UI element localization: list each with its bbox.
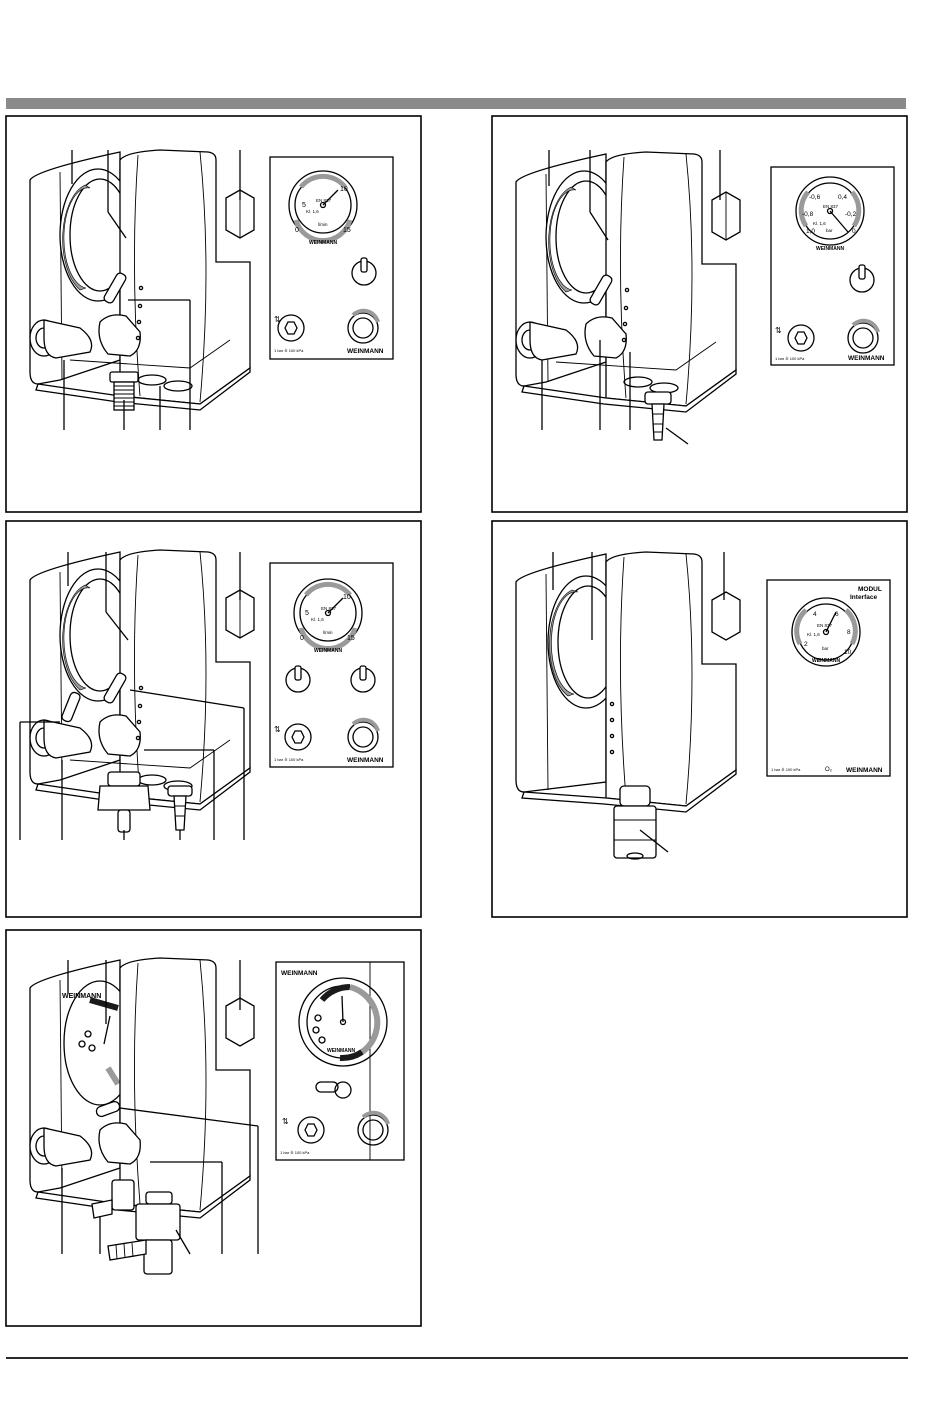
panel-4-frame	[491, 520, 908, 918]
panel-5-plate-brand: WEINMANN	[281, 970, 318, 977]
panel-5-device-brand: WEINMANN	[62, 993, 101, 1000]
panel-4-unit: bar	[822, 646, 829, 651]
panel-1-scale-5: 5	[302, 202, 306, 209]
panel-4-device-illustration	[515, 551, 741, 813]
panel-1-gauge-brand: WEINMANN	[309, 240, 337, 246]
panel-1-pressure-note: 1 bar ≙ 100 kPa	[274, 348, 304, 353]
panel-1-toggle-icon	[360, 257, 368, 273]
panel-1-scale-15: 15	[343, 227, 351, 234]
panel-4-class: Kl. 1,6	[807, 632, 820, 637]
panel-3-class: Kl. 1,6	[311, 617, 324, 622]
panel-2-scale-c: -0,8	[802, 211, 814, 218]
panel-4-plate-brand: WEINMANN	[846, 767, 883, 774]
panel-3-frame	[5, 520, 422, 918]
panel-3-callout-lines	[19, 552, 245, 840]
panel-1-scale-10: 10	[340, 186, 348, 193]
panel-3-unit: l/min	[323, 630, 333, 635]
panel-3-device-illustration	[29, 549, 255, 811]
header-bar	[6, 98, 906, 109]
panel-3-front-plate: 10 5 0 15 EN 837 Kl. 1,6 l/min WEINMANN …	[269, 562, 394, 768]
panel-1-flow-arrows-icon: ⇅	[274, 315, 281, 324]
panel-3-second-toggle	[61, 691, 81, 723]
panel-3-scale-15: 15	[347, 635, 355, 642]
panel-2-frame	[491, 115, 908, 513]
panel-3-toggle-right-icon	[359, 665, 367, 681]
panel-1-standard: EN 837	[316, 198, 332, 203]
panel-3-standard: EN 837	[321, 606, 337, 611]
panel-4-module-title-1: MODUL	[858, 586, 882, 593]
panel-2-gauge-brand: WEINMANN	[816, 246, 844, 252]
panel-2: -0,6 0,4 -0,8 -0,2 1,0 0 EN 837 Kl. 1,6 …	[491, 115, 908, 513]
panel-2-front-plate: -0,6 0,4 -0,8 -0,2 1,0 0 EN 837 Kl. 1,6 …	[770, 166, 895, 366]
panel-2-class: Kl. 1,6	[813, 221, 826, 226]
panel-4-coupling	[613, 785, 657, 860]
panel-3-scale-5: 5	[305, 610, 309, 617]
panel-5-gauge-brand: WEINMANN	[327, 1048, 355, 1054]
panel-5-flow-arrows-icon: ⇅	[282, 1117, 289, 1126]
panel-5-switch-icon	[315, 1081, 339, 1093]
panel-1-frame	[5, 115, 422, 513]
panel-4-scale-4: 4	[813, 611, 817, 618]
panel-4-front-plate: MODUL Interface 2 4 6 8 10 EN 837 Kl. 1,…	[766, 579, 891, 777]
panel-1-threaded-connector	[109, 371, 139, 411]
panel-5-pressure-note: 1 bar ≙ 100 kPa	[280, 1150, 310, 1155]
panel-4-o2-symbol: O₂	[825, 767, 833, 773]
panel-5-front-plate: WEINMANN WEINMANN ⇅ 1 bar ≙ 100 kPa	[275, 961, 405, 1161]
panel-2-scale-f: 0	[852, 228, 856, 235]
panel-3-toggle-left-icon	[294, 665, 302, 681]
panel-2-toggle-icon	[858, 264, 866, 280]
panel-4-standard: EN 837	[817, 623, 833, 628]
panel-4-gauge-brand: WEINMANN	[812, 658, 840, 664]
panel-4-scale-2: 2	[804, 641, 808, 648]
panel-2-unit: bar	[826, 228, 833, 233]
panel-4-scale-8: 8	[847, 629, 851, 636]
panel-1-class: Kl. 1,6	[306, 209, 319, 214]
panel-3: 10 5 0 15 EN 837 Kl. 1,6 l/min WEINMANN …	[5, 520, 422, 918]
panel-5-frame	[5, 929, 422, 1327]
panel-5-bottom-assembly	[91, 1179, 181, 1275]
panel-3-scale-0: 0	[300, 635, 304, 642]
panel-2-scale-a: -0,6	[809, 194, 821, 201]
panel-1-callout-lines	[63, 150, 241, 430]
panel-5-callout-lines	[61, 960, 259, 1255]
panel-3-plate-brand: WEINMANN	[347, 757, 384, 764]
footer-rule	[6, 1357, 908, 1359]
panel-4: MODUL Interface 2 4 6 8 10 EN 837 Kl. 1,…	[491, 520, 908, 918]
panel-3-pressure-note: 1 bar ≙ 100 kPa	[274, 757, 304, 762]
panel-1-unit: l/min	[318, 222, 328, 227]
panel-2-device-illustration	[515, 151, 741, 413]
panel-2-scale-d: -0,2	[845, 211, 857, 218]
panel-2-pressure-note: 1 bar ≙ 100 kPa	[775, 356, 805, 361]
panel-4-scale-6: 6	[835, 611, 839, 618]
panel-3-gauge-brand: WEINMANN	[314, 648, 342, 654]
panel-4-pressure-note: 1 bar ≙ 100 kPa	[771, 767, 801, 772]
panel-1-scale-0: 0	[295, 227, 299, 234]
panel-5-device-illustration	[29, 957, 255, 1219]
panel-5: WEINMANN WEINMANN	[5, 929, 422, 1327]
panel-2-scale-e: 1,0	[806, 228, 815, 235]
panel-2-standard: EN 837	[823, 204, 839, 209]
panel-3-bottom-fittings	[97, 771, 193, 833]
panel-1-plate-brand: WEINMANN	[347, 348, 384, 355]
panel-1: 10 5 0 15 EN 837 Kl. 1,6 l/min WEINMANN …	[5, 115, 422, 513]
panel-1-front-plate: 10 5 0 15 EN 837 Kl. 1,6 l/min WEINMANN …	[269, 156, 394, 360]
panel-4-scale-10: 10	[844, 649, 852, 656]
panel-4-module-title-2: Interface	[850, 594, 877, 601]
panel-2-flow-arrows-icon: ⇅	[775, 326, 782, 335]
panel-2-plate-brand: WEINMANN	[848, 355, 885, 362]
panel-2-scale-b: 0,4	[838, 194, 847, 201]
panel-4-callout-lines	[552, 552, 725, 853]
panel-3-scale-10: 10	[343, 594, 351, 601]
panel-2-callout-lines	[541, 150, 721, 445]
panel-3-flow-arrows-icon: ⇅	[274, 725, 281, 734]
panel-2-hose-nozzle	[644, 391, 672, 441]
